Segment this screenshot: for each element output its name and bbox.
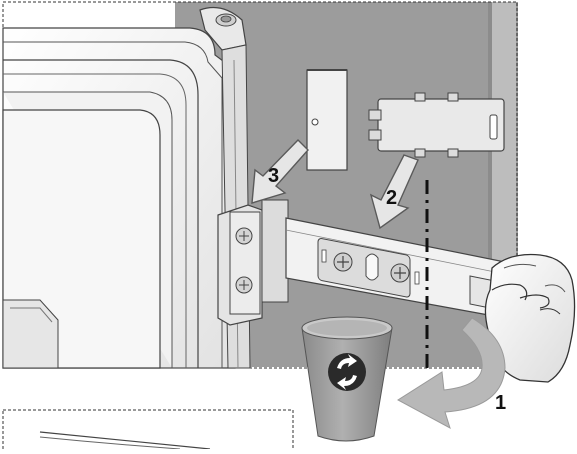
cover-plate: [307, 70, 347, 170]
recycle-bin-icon: [302, 317, 392, 441]
step-number-1: 1: [495, 393, 506, 413]
appliance-door: [3, 8, 250, 368]
step-number-3: 3: [268, 166, 279, 186]
bracket-part: [369, 93, 504, 157]
lower-panel: [3, 410, 293, 449]
step-number-2: 2: [386, 188, 397, 208]
